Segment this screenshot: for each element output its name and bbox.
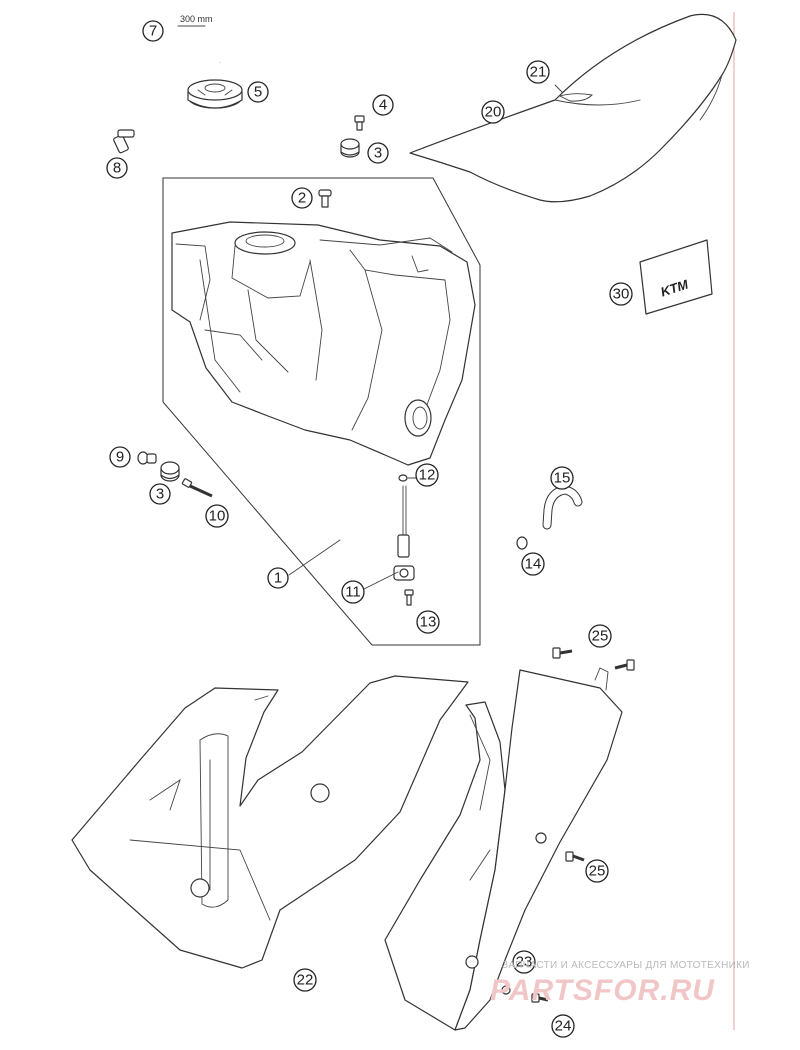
- watermark-tagline: ЗАПЧАСТИ И АКСЕССУАРЫ ДЛЯ МОТОТЕХНИКИ: [502, 960, 750, 971]
- svg-text:3: 3: [156, 486, 164, 503]
- svg-text:21: 21: [530, 64, 547, 81]
- svg-text:2: 2: [298, 190, 306, 207]
- svg-text:5: 5: [254, 84, 262, 101]
- svg-text:10: 10: [209, 508, 226, 525]
- callout-7: 7: [142, 20, 164, 42]
- radiator-shroud-left: [71, 675, 469, 969]
- screw-25-top-b: [614, 659, 635, 671]
- callout-20: 20: [481, 100, 505, 124]
- svg-text:14: 14: [525, 556, 542, 573]
- svg-text:25: 25: [589, 863, 606, 880]
- callout-12: 12: [415, 463, 439, 487]
- callout-9: 9: [109, 446, 131, 468]
- svg-text:25: 25: [592, 628, 609, 645]
- svg-text:11: 11: [345, 584, 361, 601]
- svg-text:9: 9: [116, 449, 124, 466]
- svg-text:12: 12: [419, 467, 436, 484]
- ktm-sticker: KTM: [639, 239, 713, 315]
- callout-25-top: 25: [588, 624, 612, 648]
- screw-25-top-a: [552, 647, 573, 659]
- screw-25-side: [565, 851, 585, 862]
- svg-text:7: 7: [149, 23, 157, 40]
- radiator-shroud-right: [384, 667, 623, 1031]
- svg-text:22: 22: [297, 972, 314, 989]
- callout-1: 1: [267, 567, 289, 589]
- fuel-tank: [171, 221, 476, 466]
- callout-23: 23: [512, 950, 536, 974]
- dimension-label: 300 mm: [180, 14, 213, 24]
- callout-21: 21: [526, 60, 550, 84]
- callout-5: 5: [247, 81, 269, 103]
- hose-fitting: [113, 129, 135, 154]
- screw-13: [404, 589, 414, 606]
- svg-text:15: 15: [554, 470, 571, 487]
- svg-text:30: 30: [613, 286, 630, 303]
- fuel-tap: [393, 474, 415, 581]
- screw-24: [531, 993, 549, 1003]
- svg-text:23: 23: [516, 954, 533, 971]
- svg-text:3: 3: [374, 145, 382, 162]
- spacer-3-mid: [160, 461, 180, 482]
- svg-text:24: 24: [555, 1018, 572, 1035]
- svg-text:4: 4: [379, 97, 387, 114]
- callout-8: 8: [106, 157, 128, 179]
- callout-14: 14: [521, 552, 545, 576]
- watermark-logo: PARTSFOR.RU: [490, 974, 715, 1007]
- callout-3-mid: 3: [149, 483, 171, 505]
- nut-23: [501, 985, 511, 995]
- fuel-hose: [116, 25, 222, 133]
- callout-15: 15: [550, 466, 574, 490]
- callout-22: 22: [293, 968, 317, 992]
- callout-25-side: 25: [585, 859, 609, 883]
- seat: [409, 13, 737, 203]
- callout-11: 11: [341, 580, 365, 604]
- spacer-3-top: [340, 138, 360, 158]
- callout-2: 2: [291, 187, 313, 209]
- callout-3-top: 3: [367, 142, 389, 164]
- screw-2: [318, 189, 332, 208]
- svg-text:20: 20: [485, 104, 502, 121]
- callout-4: 4: [372, 94, 394, 116]
- callout-10: 10: [205, 504, 229, 528]
- svg-text:1: 1: [274, 570, 282, 587]
- svg-text:8: 8: [113, 160, 121, 177]
- fuel-cap: [187, 79, 243, 109]
- bolt-4: [354, 115, 365, 131]
- callout-13: 13: [416, 610, 440, 634]
- callout-30: 30: [609, 282, 633, 306]
- bolt-9: [137, 451, 157, 465]
- bolt-10: [181, 478, 213, 498]
- svg-text:13: 13: [420, 614, 437, 631]
- callout-24: 24: [551, 1014, 575, 1038]
- breather-hose: [542, 485, 583, 530]
- hose-clip: [516, 536, 528, 550]
- tank-group-frame: [162, 177, 481, 646]
